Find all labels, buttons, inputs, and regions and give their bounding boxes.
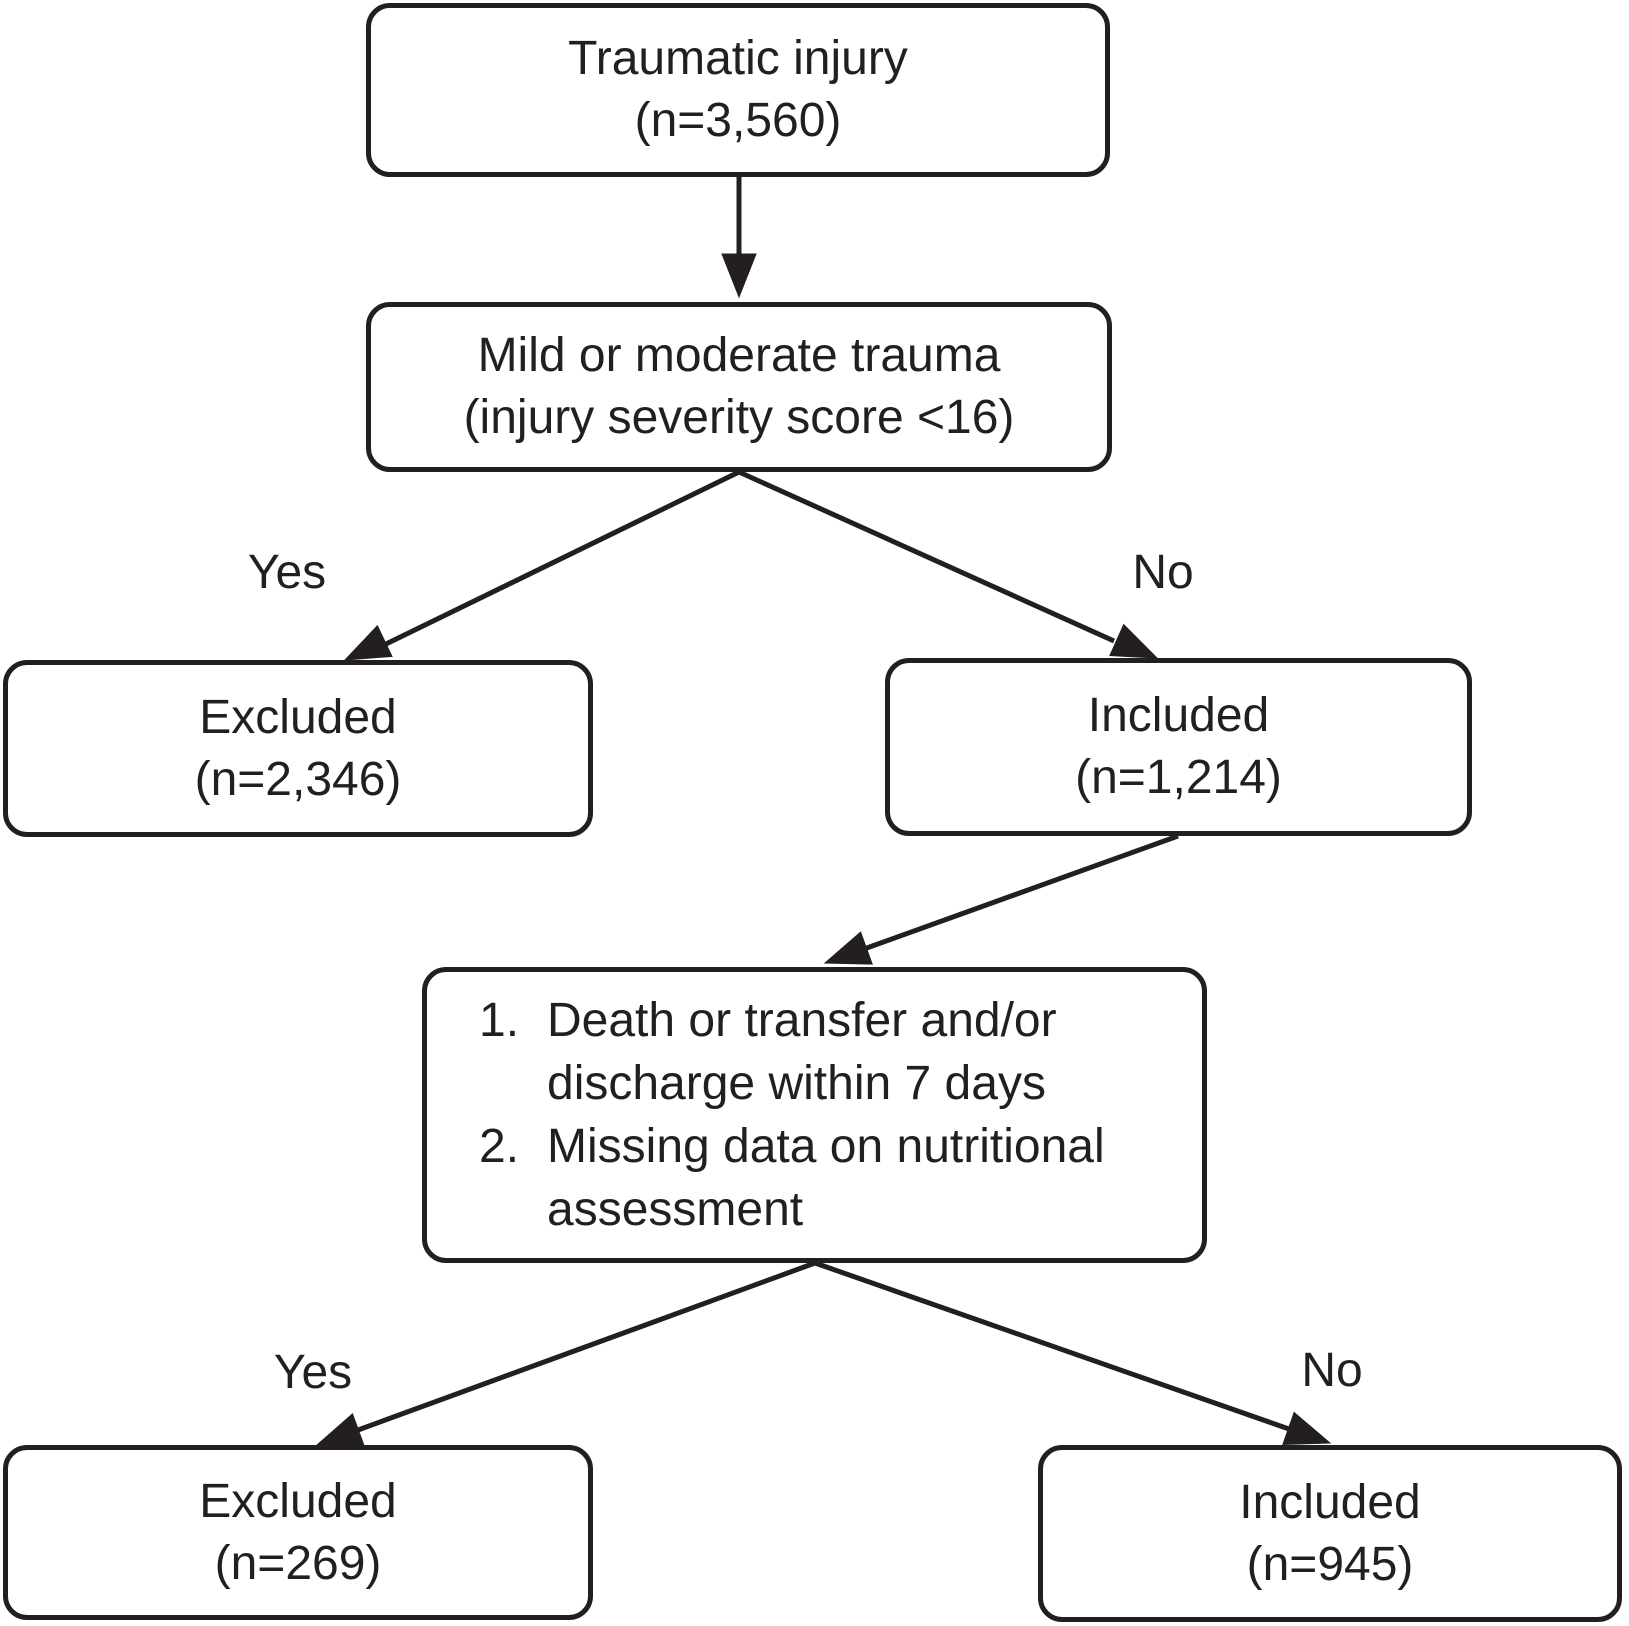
node-exclusion-criteria: 1. Death or transfer and/or discharge wi…: [422, 967, 1207, 1263]
node-excluded-first: Excluded (n=2,346): [3, 660, 593, 837]
arrowhead-mild-to-included1: [1109, 623, 1159, 659]
node-count: (n=269): [214, 1536, 382, 1590]
edge-mild-to-excluded1: [384, 469, 741, 647]
edge-mild-to-included1: [737, 469, 1116, 644]
arrowhead-criteria-to-included2: [1282, 1411, 1332, 1446]
node-title: Included: [1239, 1475, 1421, 1529]
criteria-text: Missing data on nutritional assessment: [547, 1120, 1105, 1236]
arrowhead-included1-to-criteria: [823, 931, 873, 965]
node-count: (n=945): [1246, 1537, 1414, 1591]
node-count: (n=1,214): [1075, 751, 1282, 804]
arrowhead-mild-to-excluded1: [343, 624, 393, 661]
node-included-second: Included (n=945): [1038, 1445, 1622, 1622]
edge-label-no-2: No: [1301, 1344, 1363, 1397]
edge-label-yes-2: Yes: [273, 1346, 353, 1399]
criteria-number: 1.: [479, 994, 520, 1047]
arrowhead-traumatic-to-mild: [721, 253, 757, 299]
criteria-item-2: 2. Missing data on nutritional assessmen…: [479, 1115, 1172, 1241]
node-count: (n=2,346): [194, 752, 402, 806]
criteria-number: 2.: [479, 1120, 520, 1173]
node-traumatic-injury: Traumatic injury (n=3,560): [366, 3, 1110, 177]
node-excluded-second: Excluded (n=269): [3, 1445, 593, 1620]
edge-criteria-to-included2: [814, 1260, 1290, 1432]
arrowhead-criteria-to-excluded2: [315, 1413, 365, 1447]
node-count: (injury severity score <16): [463, 391, 1015, 444]
node-title: Included: [1087, 689, 1270, 742]
node-count: (n=3,560): [634, 94, 842, 147]
edge-label-yes-1: Yes: [247, 546, 327, 599]
node-included-first: Included (n=1,214): [885, 658, 1472, 836]
node-title: Mild or moderate trauma: [477, 329, 1001, 382]
edge-label-no-1: No: [1132, 546, 1194, 599]
node-title: Traumatic injury: [568, 32, 908, 85]
edge-criteria-to-excluded2: [357, 1260, 816, 1433]
node-mild-moderate-trauma: Mild or moderate trauma (injury severity…: [366, 302, 1112, 472]
node-title: Excluded: [199, 1474, 397, 1528]
criteria-text: Death or transfer and/or discharge withi…: [547, 994, 1057, 1110]
node-title: Excluded: [199, 690, 397, 744]
edge-included1-to-criteria: [863, 833, 1179, 952]
criteria-item-1: 1. Death or transfer and/or discharge wi…: [479, 989, 1172, 1115]
